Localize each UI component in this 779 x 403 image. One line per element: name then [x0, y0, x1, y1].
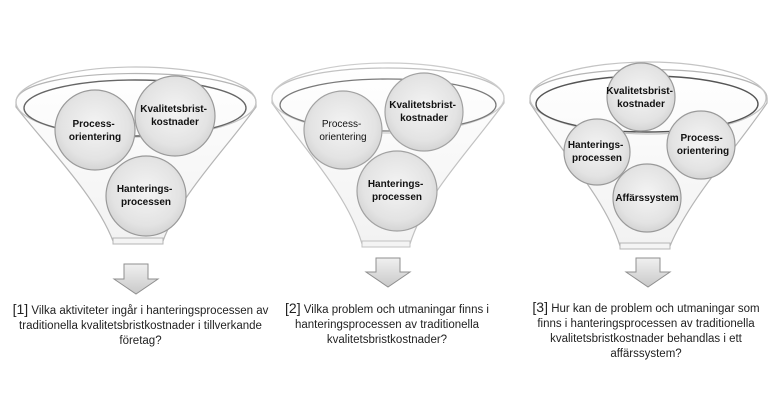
funnel-3-arrow [624, 257, 672, 288]
circle-kvalitetsbristkostnader: Kvalitetsbrist- kostnader [606, 62, 676, 132]
funnel-2-rim [271, 62, 505, 134]
question-1: [1] Vilka aktiviteter ingår i hanterings… [8, 302, 273, 349]
funnel-3: Kvalitetsbrist- kostnader Hanterings- pr… [529, 61, 768, 288]
circle-process-orientering: Process- orientering [303, 90, 383, 170]
svg-text:Kvalitetsbrist- kostna: Kvalitetsbrist- kostnader [389, 100, 458, 124]
question-1-text: Vilka aktiviteter ingår i hanteringsproc… [19, 305, 269, 347]
funnel-3-rim [529, 61, 767, 135]
circle-kvalitetsbristkostnader: Kvalitetsbrist- kostnader [134, 75, 216, 157]
svg-text:Hanterings- processen: Hanterings- processen [368, 179, 426, 203]
svg-text:Hanterings- processen: Hanterings- processen [568, 140, 626, 164]
funnel-2-inner-ring [279, 78, 497, 132]
circle-hanteringsprocessen: Hanterings- processen [356, 150, 438, 232]
circle-hanteringsprocessen: Hanterings- processen [105, 155, 187, 237]
question-2-text: Vilka problem och utmaningar finns i han… [294, 304, 489, 346]
svg-text:Kvalitetsbrist- kostna: Kvalitetsbrist- kostnader [606, 86, 675, 110]
svg-text:Kvalitetsbrist- kostna: Kvalitetsbrist- kostnader [140, 104, 209, 128]
circle-process-orientering: Process- orientering [54, 89, 136, 171]
circle-process-orientering: Process- orientering [666, 110, 736, 180]
funnel-2-arrow [364, 257, 412, 288]
funnel-1: Process- orientering Kvalitetsbrist- kos… [15, 66, 257, 295]
circle-hanteringsprocessen: Hanterings- processen [563, 118, 631, 186]
question-1-number: [1] [12, 301, 29, 317]
funnel-1-spout [112, 237, 164, 245]
svg-text:Process- orientering: Process- orientering [677, 133, 729, 157]
question-3-text: Hur kan de problem och utmaningar som fi… [537, 303, 760, 360]
question-2-number: [2] [285, 300, 301, 316]
funnel-1-rim [15, 66, 257, 138]
funnel-1-arrow [112, 263, 160, 295]
svg-text:Process- orientering: Process- orientering [319, 119, 366, 143]
svg-text:Hanterings- processen: Hanterings- processen [117, 184, 175, 208]
svg-text:Process- orientering: Process- orientering [69, 119, 121, 143]
svg-text:Affärssystem: Affärssystem [615, 193, 678, 204]
funnel-3-spout [619, 242, 671, 250]
question-3: [3] Hur kan de problem och utmaningar so… [522, 300, 770, 362]
funnel-2: Process- orientering Kvalitetsbrist- kos… [271, 62, 505, 288]
question-3-number: [3] [532, 299, 548, 315]
question-2: [2] Vilka problem och utmaningar finns i… [262, 301, 512, 348]
circle-affarssystem: Affärssystem [612, 163, 682, 233]
circle-kvalitetsbristkostnader: Kvalitetsbrist- kostnader [384, 72, 464, 152]
funnel-2-spout [361, 240, 411, 248]
